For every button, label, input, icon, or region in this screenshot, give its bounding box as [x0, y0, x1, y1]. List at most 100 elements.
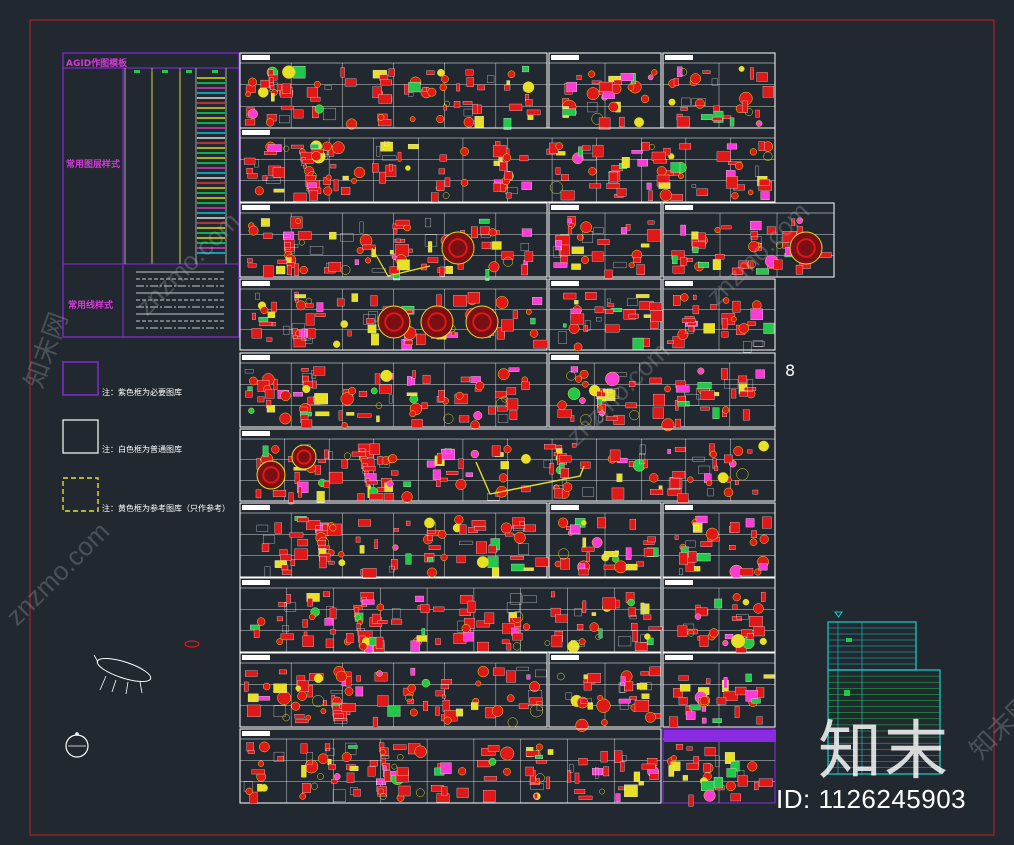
- furniture-block: [455, 391, 464, 400]
- furniture-block: [641, 693, 650, 699]
- furniture-block: [620, 227, 628, 234]
- furniture-block: [731, 316, 737, 322]
- furniture-block: [560, 190, 575, 201]
- furniture-block: [679, 552, 688, 565]
- furniture-block: [407, 143, 419, 150]
- furniture-block: [435, 706, 440, 716]
- furniture-block: [652, 407, 664, 419]
- furniture-block: [631, 622, 638, 631]
- furniture-block: [250, 624, 260, 630]
- furniture-block: [341, 703, 356, 713]
- furniture-block: [737, 775, 748, 787]
- furniture-block: [721, 318, 728, 330]
- furniture-block: [247, 258, 253, 263]
- furniture-block: [330, 690, 343, 694]
- furniture-block: [260, 306, 269, 315]
- furniture-block: [302, 783, 311, 793]
- furniture-block: [521, 381, 530, 390]
- furniture-block: [687, 257, 693, 262]
- round-table-block: [420, 305, 454, 339]
- furniture-block: [570, 366, 578, 373]
- panel-title-bar: [551, 205, 579, 210]
- furniture-block: [325, 748, 335, 756]
- furniture-block: [313, 81, 321, 88]
- furniture-block: [593, 227, 604, 234]
- furniture-block: [488, 228, 497, 237]
- furniture-block: [365, 257, 372, 264]
- furniture-block: [558, 331, 567, 344]
- furniture-block: [625, 224, 631, 231]
- furniture-block: [372, 86, 382, 99]
- panel-title-bar: [551, 355, 579, 360]
- furniture-block: [505, 187, 518, 194]
- furniture-block: [470, 420, 480, 430]
- furniture-block: [592, 144, 604, 158]
- furniture-block: [621, 157, 630, 168]
- furniture-block: [549, 463, 554, 475]
- furniture-block: [629, 410, 640, 421]
- furniture-block: [441, 786, 448, 796]
- furniture-block: [458, 415, 470, 423]
- furniture-block: [535, 754, 543, 759]
- furniture-block: [674, 447, 686, 452]
- panel-title-bar: [551, 281, 579, 286]
- furniture-block: [706, 678, 711, 684]
- furniture-block: [700, 406, 710, 411]
- furniture-block: [371, 333, 379, 346]
- furniture-block: [691, 231, 699, 240]
- furniture-block: [667, 488, 682, 496]
- furniture-block: [678, 697, 688, 705]
- furniture-block: [682, 775, 688, 781]
- furniture-block: [279, 115, 290, 124]
- furniture-block: [274, 522, 282, 534]
- furniture-block: [582, 145, 591, 151]
- furniture-block: [675, 744, 683, 750]
- small-ellipse-mark: [184, 640, 200, 648]
- furniture-block: [572, 442, 577, 448]
- furniture-block: [692, 456, 705, 462]
- furniture-block: [705, 527, 719, 541]
- furniture-block: [386, 480, 394, 488]
- furniture-block: [586, 87, 600, 101]
- furniture-block: [376, 670, 383, 677]
- furniture-block: [713, 110, 724, 123]
- furniture-block: [341, 422, 348, 429]
- furniture-block: [272, 490, 287, 497]
- furniture-block: [397, 754, 404, 761]
- furniture-block: [722, 640, 729, 647]
- cyan-marker: [834, 611, 843, 618]
- furniture-block: [328, 560, 335, 565]
- furniture-block: [301, 765, 307, 778]
- furniture-block: [440, 554, 448, 561]
- furniture-block: [446, 471, 459, 475]
- furniture-block: [501, 395, 509, 403]
- furniture-block: [571, 263, 581, 270]
- furniture-block: [709, 628, 719, 638]
- furniture-block: [427, 557, 433, 562]
- furniture-block: [271, 301, 277, 313]
- furniture-block: [699, 696, 709, 706]
- furniture-block: [702, 70, 711, 74]
- furniture-block: [568, 323, 580, 334]
- furniture-block: [284, 602, 297, 612]
- furniture-block: [293, 192, 307, 202]
- furniture-block: [730, 793, 741, 802]
- furniture-block: [335, 670, 348, 683]
- furniture-block: [672, 265, 685, 274]
- furniture-block: [319, 555, 327, 569]
- furniture-block: [521, 181, 532, 190]
- furniture-block: [622, 755, 627, 762]
- furniture-block: [327, 758, 332, 765]
- furniture-block: [611, 487, 625, 500]
- furniture-block: [758, 563, 768, 571]
- furniture-block: [439, 477, 448, 482]
- furniture-block: [659, 189, 672, 202]
- furniture-block: [460, 376, 470, 383]
- furniture-block: [351, 178, 357, 184]
- furniture-block: [671, 250, 685, 260]
- furniture-block: [300, 743, 308, 754]
- furniture-block: [323, 481, 330, 488]
- furniture-block: [746, 389, 756, 399]
- furniture-block: [331, 141, 345, 155]
